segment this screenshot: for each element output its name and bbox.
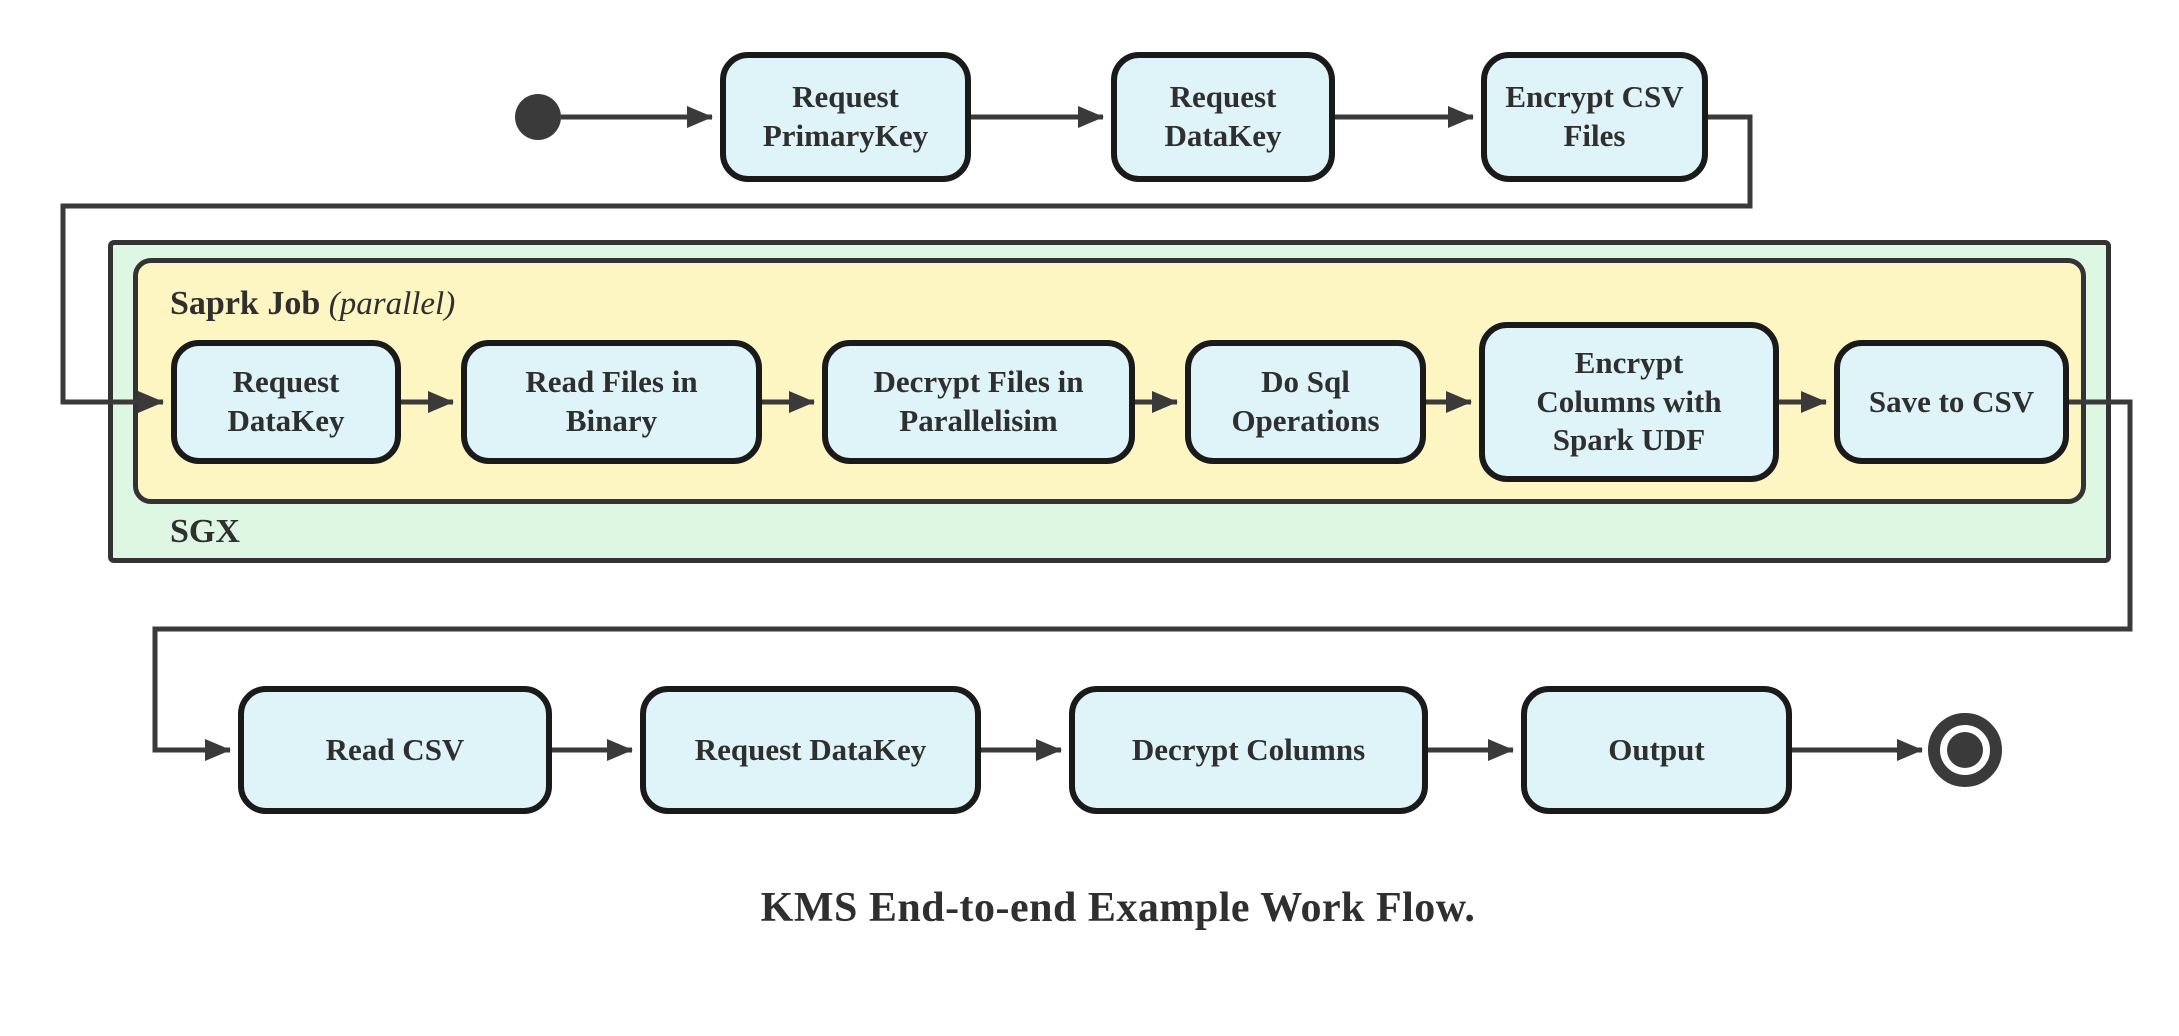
node-output: Output xyxy=(1521,686,1792,814)
diagram-caption: KMS End-to-end Example Work Flow. xyxy=(760,885,1476,931)
node-save-to-csv: Save to CSV xyxy=(1834,340,2069,464)
node-encrypt-columns-with-spark-udf: Encrypt Columns with Spark UDF xyxy=(1479,322,1779,482)
spark-job-parallel-modifier: (parallel) xyxy=(328,286,456,322)
end-state-icon xyxy=(1928,713,2002,787)
node-read-files-in-binary: Read Files in Binary xyxy=(461,340,762,464)
spark-job-label-text: Saprk Job xyxy=(170,285,321,322)
node-request-datakey-sgx: Request DataKey xyxy=(171,340,401,464)
node-request-primarykey: Request PrimaryKey xyxy=(720,52,971,182)
node-read-csv: Read CSV xyxy=(238,686,552,814)
spark-job-container-label: Saprk Job (parallel) xyxy=(170,285,455,323)
end-state-inner-dot xyxy=(1947,732,1983,768)
node-request-datakey-top: Request DataKey xyxy=(1111,52,1335,182)
start-state-icon xyxy=(515,94,561,140)
node-decrypt-columns: Decrypt Columns xyxy=(1069,686,1428,814)
sgx-container-label: SGX xyxy=(170,513,240,550)
node-request-datakey-bottom: Request DataKey xyxy=(640,686,981,814)
node-do-sql-operations: Do Sql Operations xyxy=(1185,340,1426,464)
node-decrypt-files-in-parallelisim: Decrypt Files in Parallelisim xyxy=(822,340,1135,464)
node-encrypt-csv-files: Encrypt CSV Files xyxy=(1481,52,1708,182)
